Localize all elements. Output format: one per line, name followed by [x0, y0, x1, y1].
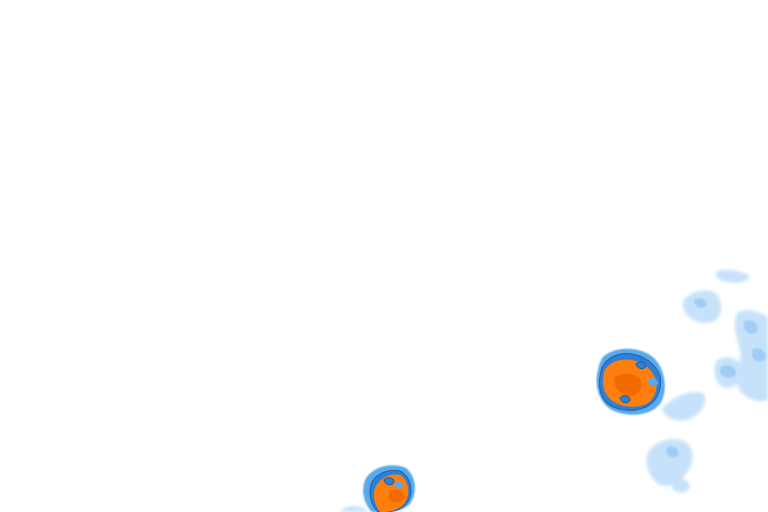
- light-rain-cores-east: [666, 298, 766, 458]
- light-rain-area-east: [646, 269, 768, 493]
- storm-cell-south: [340, 465, 415, 512]
- storm-cell-east: [596, 348, 665, 415]
